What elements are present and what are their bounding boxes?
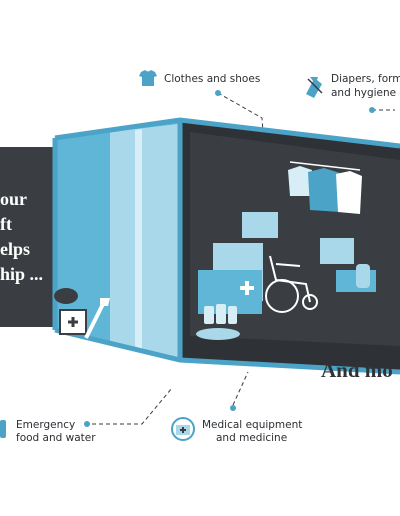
label-medical-line1: Medical equipment — [202, 419, 303, 431]
bottle-icon — [306, 77, 323, 98]
food-water-icon — [0, 420, 6, 438]
left-line-3: elps — [0, 239, 31, 259]
label-emergency-line1: Emergency — [16, 419, 76, 431]
left-panel-text: our ft elps hip ... — [0, 187, 58, 287]
left-line-2: ft — [0, 214, 12, 234]
label-clothes-shoes: Clothes and shoes — [164, 73, 261, 85]
medical-kit-icon — [171, 417, 195, 441]
and-more-tagline: And mo — [321, 358, 393, 382]
label-diapers-line1: Diapers, formu — [331, 73, 400, 85]
shirt-icon — [139, 70, 157, 86]
label-emergency-line2: food and water — [16, 432, 96, 444]
left-line-4: hip ... — [0, 264, 44, 284]
left-line-1: our — [0, 189, 27, 209]
left-text-panel — [0, 147, 58, 327]
label-medical-line2: and medicine — [216, 432, 288, 444]
label-diapers-line2: and hygiene k — [331, 87, 400, 99]
